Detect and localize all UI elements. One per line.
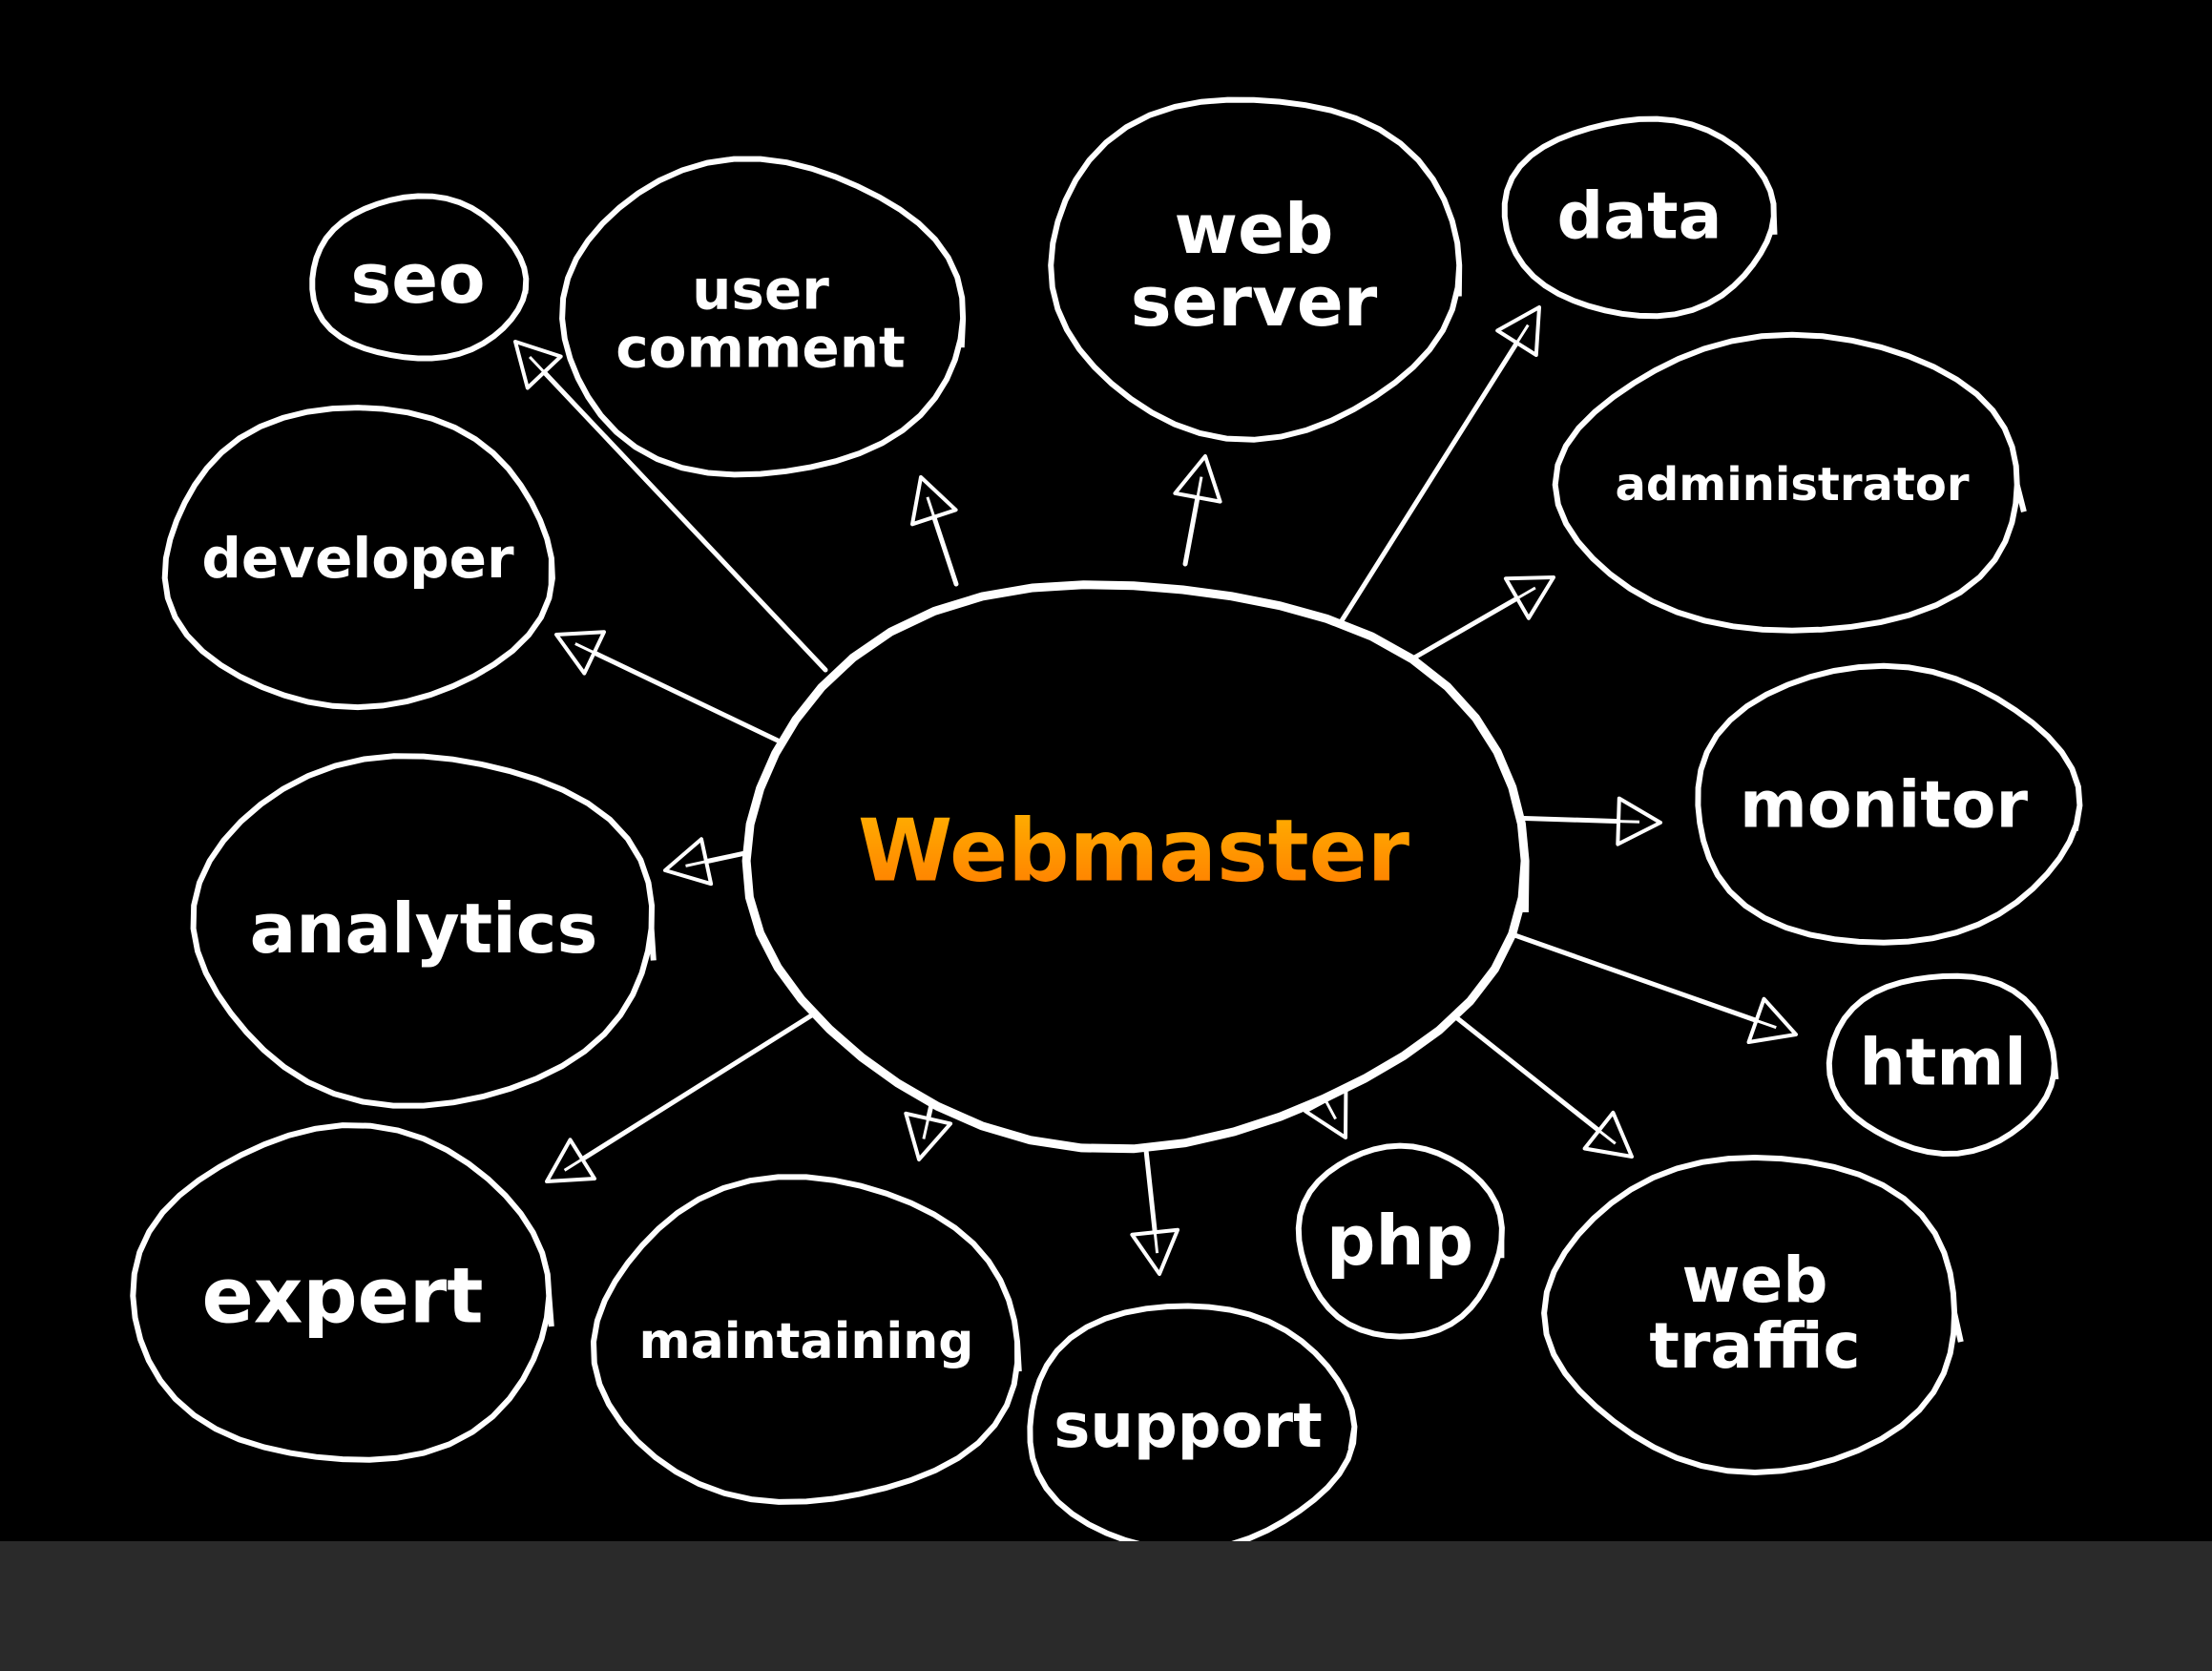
node-label: html bbox=[1859, 1026, 2026, 1101]
node-label: server bbox=[1131, 261, 1378, 342]
arrowhead-hatch bbox=[926, 496, 936, 518]
arrowhead-icon bbox=[513, 340, 563, 390]
arrowhead-hatch bbox=[1324, 1099, 1337, 1120]
edge-webmaster-to-web-server bbox=[1173, 454, 1222, 567]
node-support: support bbox=[1027, 1303, 1358, 1554]
center-layer: Webmaster bbox=[741, 580, 1530, 1154]
connectors-layer bbox=[513, 305, 1798, 1276]
node-monitor: monitor bbox=[1695, 662, 2083, 946]
node-data: data bbox=[1501, 115, 1778, 320]
arrowhead-hatch bbox=[1597, 1129, 1617, 1145]
arrowhead-hatch bbox=[1196, 476, 1203, 498]
arrowhead-icon bbox=[1582, 1110, 1634, 1159]
edge-webmaster-to-administrator bbox=[1395, 575, 1555, 670]
arrowhead-hatch bbox=[563, 1158, 584, 1172]
node-ellipse bbox=[1027, 1303, 1358, 1554]
edge-webmaster-to-user-comment bbox=[910, 475, 959, 587]
connector-line bbox=[1395, 595, 1520, 670]
node-label: support bbox=[1054, 1391, 1322, 1462]
node-ellipse bbox=[559, 156, 967, 478]
arrowhead-icon bbox=[1130, 1227, 1180, 1276]
arrowhead-hatch bbox=[1756, 1018, 1777, 1030]
arrowhead-icon bbox=[1746, 996, 1798, 1044]
node-ellipse bbox=[590, 1174, 1022, 1505]
node-label: maintaining bbox=[639, 1313, 974, 1370]
center-label: Webmaster bbox=[858, 802, 1410, 902]
node-label: traffic bbox=[1649, 1309, 1860, 1383]
connector-line bbox=[931, 514, 959, 587]
arrowhead-icon bbox=[1495, 305, 1541, 357]
arrowhead-hatch bbox=[574, 642, 595, 655]
node-ellipse bbox=[1695, 662, 2083, 946]
node-label: developer bbox=[201, 526, 514, 591]
node-ellipse bbox=[1501, 115, 1778, 320]
arrowhead-hatch bbox=[529, 355, 546, 374]
edge-webmaster-to-data bbox=[1338, 305, 1541, 625]
node-label: web bbox=[1175, 189, 1334, 269]
node-analytics: analytics bbox=[190, 753, 657, 1109]
arrowhead-icon bbox=[663, 837, 714, 887]
node-ellipse bbox=[1048, 96, 1463, 443]
node-label: analytics bbox=[250, 888, 598, 969]
connector-line bbox=[1182, 494, 1200, 567]
edge-webmaster-to-analytics bbox=[663, 837, 757, 887]
edge-webmaster-to-expert bbox=[545, 1007, 824, 1183]
bottom-bar bbox=[0, 1541, 2212, 1671]
arrowhead-icon bbox=[1503, 575, 1555, 620]
edge-webmaster-to-developer bbox=[554, 630, 781, 743]
center-ellipse bbox=[741, 580, 1530, 1154]
node-ellipse bbox=[309, 193, 530, 362]
node-seo: seo bbox=[309, 193, 530, 362]
node-ellipse bbox=[1552, 331, 2027, 634]
center-node-webmaster: Webmaster bbox=[741, 580, 1530, 1154]
connector-line bbox=[541, 369, 828, 673]
edge-webmaster-to-seo bbox=[513, 340, 828, 673]
node-expert: expert bbox=[130, 1122, 554, 1463]
arrowhead-hatch bbox=[1617, 820, 1640, 824]
node-label: expert bbox=[201, 1252, 483, 1341]
node-ellipse bbox=[1295, 1142, 1505, 1340]
node-label: monitor bbox=[1740, 768, 2029, 844]
arrowhead-icon bbox=[545, 1138, 596, 1183]
node-ellipse bbox=[130, 1122, 554, 1463]
arrowhead-icon bbox=[910, 475, 958, 527]
node-ellipse bbox=[161, 405, 555, 711]
arrowhead-hatch bbox=[1153, 1232, 1159, 1254]
node-ellipse bbox=[190, 753, 657, 1109]
connector-line bbox=[1338, 340, 1520, 625]
arrowhead-hatch bbox=[1515, 324, 1530, 345]
node-maintaining: maintaining bbox=[590, 1174, 1022, 1505]
node-developer: developer bbox=[161, 405, 555, 711]
node-html: html bbox=[1826, 972, 2059, 1158]
arrowhead-hatch bbox=[922, 1117, 930, 1139]
connector-line bbox=[592, 650, 781, 743]
node-label: administrator bbox=[1615, 458, 1969, 512]
node-label: data bbox=[1557, 179, 1722, 255]
node-ellipse bbox=[1826, 972, 2059, 1158]
node-php: php bbox=[1295, 1142, 1505, 1340]
node-ellipse bbox=[1541, 1154, 1964, 1476]
node-label: comment bbox=[616, 315, 905, 380]
node-label: seo bbox=[350, 239, 485, 319]
node-label: user bbox=[692, 258, 829, 323]
node-label: php bbox=[1326, 1201, 1473, 1281]
arrowhead-hatch bbox=[1516, 586, 1536, 600]
connector-line bbox=[579, 1007, 824, 1162]
node-label: web bbox=[1682, 1243, 1828, 1317]
arrowhead-hatch bbox=[685, 860, 707, 867]
node-administrator: administrator bbox=[1552, 331, 2027, 634]
